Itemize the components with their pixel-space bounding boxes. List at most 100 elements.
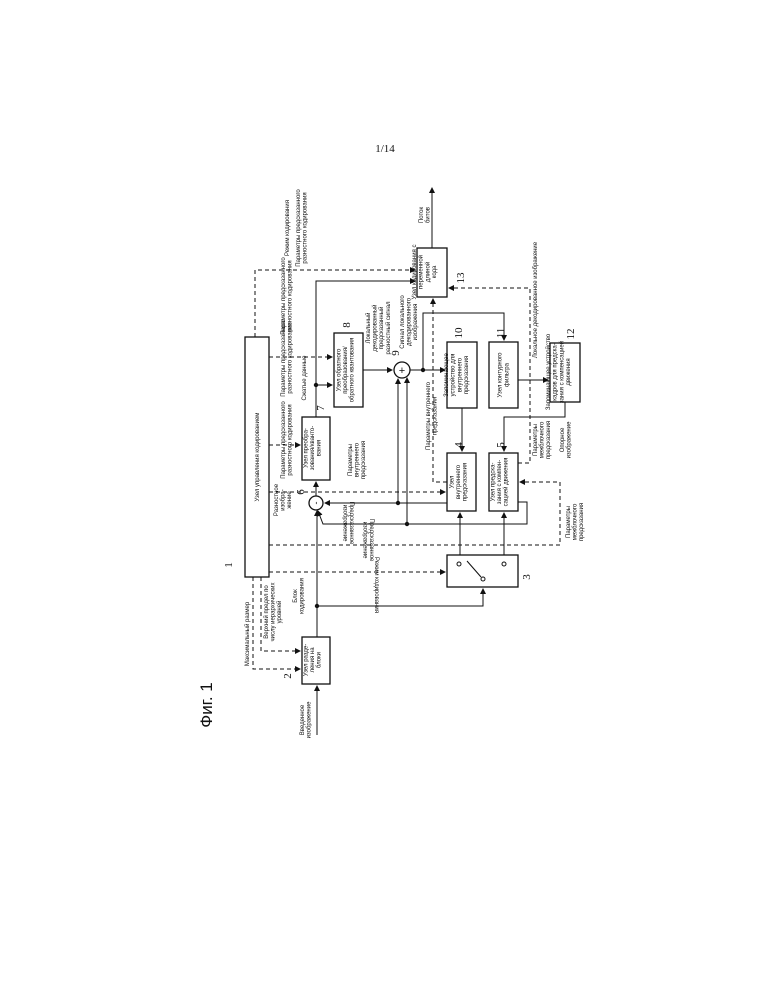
predicted-image-label: изображение [341, 505, 347, 542]
compressed-data-label: Сжатые данные [302, 355, 308, 401]
reference-numeral: 3 [521, 574, 533, 580]
reference-numeral: 9 [390, 350, 402, 356]
adder-symbol: + [399, 365, 405, 377]
intra-params-2-label: Параметры внутреннего [426, 381, 432, 450]
local-decoded-signal-label: декодированного [407, 297, 413, 346]
diff-image-label: изобра- [281, 489, 287, 510]
bitstream-label: Поток [419, 207, 425, 224]
inverse-label: обратного квантования [350, 338, 356, 403]
inverse-label: Узел обратного [336, 348, 342, 391]
reference-numeral: 1 [223, 562, 235, 568]
input-image-label: изображение [307, 701, 313, 738]
switch-contact [502, 562, 506, 566]
junction-dot [396, 501, 400, 505]
diff-params-top-label: разностного кодирования [303, 192, 309, 263]
diff-params-1-label: Параметры предсказанного [281, 401, 287, 479]
motion-pred-label: зания с компен- [497, 460, 503, 504]
coding-block-label: кодирования [300, 578, 306, 614]
transform-label: зования/кванто- [310, 426, 316, 470]
predicted-image-label: Предсказанное [348, 502, 354, 545]
frame-memory-label: Запоминающее устройство [545, 333, 552, 410]
local-diff-signal-label: декодированный [372, 304, 379, 351]
loop-filter-label: фильтра [504, 362, 510, 387]
local-diff-signal-label: Локальный [365, 313, 372, 344]
diagram-text: Узел управления кодированием 1Узел разде-… [223, 189, 585, 739]
diff-params-2-label: разностного кодирования [288, 322, 294, 393]
split-label: блоки [317, 652, 323, 668]
diff-image-label: жение [287, 491, 293, 509]
reference-numeral: 2 [282, 673, 294, 679]
intra-memory-label: устройство для [450, 354, 457, 397]
reference-numeral: 6 [295, 489, 307, 495]
intra-pred-label: предсказания [463, 463, 469, 501]
motion-pred-label: сацией движения [503, 458, 510, 507]
reference-numeral: 8 [341, 322, 353, 328]
predicted-image-label: изображение [361, 522, 367, 559]
switch-contact [457, 562, 461, 566]
inter-params-1-label: предсказания [546, 421, 552, 459]
vlc-label: кода [432, 265, 438, 278]
intra-pred-label: Узел [449, 475, 455, 488]
junction-dot [421, 368, 425, 372]
vlc-label: переменной [418, 255, 425, 289]
switch-block [447, 555, 518, 587]
subtractor-symbol: - [311, 502, 321, 505]
page-number: 1/14 [375, 143, 395, 155]
local-diff-signal-label: разностный сигнал [385, 301, 392, 355]
reference-numeral: 7 [315, 405, 327, 411]
reference-image-label: изображение [567, 421, 573, 458]
bitstream-label: битов [426, 207, 432, 223]
frame-memory-label: зания с компенсацией [558, 341, 565, 403]
upper-limit-label: числу иерархических [271, 582, 277, 641]
reference-numeral: 5 [495, 442, 507, 448]
inter-params-1-label: Параметры [533, 424, 539, 456]
diff-params-3-label: разностного кодирования [288, 260, 294, 331]
junction-dot [315, 604, 319, 608]
motion-pred-label: Узел предска- [490, 463, 496, 502]
max-size-label: Максимальный размер [244, 601, 251, 666]
split-label: Узел разде- [303, 644, 309, 677]
control-label: Узел управления кодированием [255, 413, 261, 502]
reference-numeral: 10 [453, 327, 465, 339]
split-label: ления на [310, 647, 316, 673]
diff-params-top-label: Параметры предсказанного [296, 189, 302, 267]
vlc-label: длиной [424, 262, 431, 282]
diff-params-3-label: Параметры предсказанного [281, 257, 287, 335]
frame-memory-label: движения [566, 358, 572, 385]
intra-memory-label: внутреннего [457, 357, 463, 392]
coding-mode-top-label: Режим кодирования [285, 200, 291, 256]
inter-params-2-label: межблочного [573, 503, 579, 540]
input-image-label: Введенное [300, 704, 306, 735]
inter-params-1-label: межблочного [540, 421, 546, 458]
vlc-label: Узел кодирования с [412, 245, 418, 300]
junction-dot [405, 522, 409, 526]
intra-memory-label: предсказания [464, 356, 470, 394]
loop-filter-label: Узел контурного [498, 352, 504, 398]
intra-params-1-label: внутреннего [355, 442, 361, 477]
reference-numeral: 11 [495, 328, 507, 339]
intra-pred-label: внутреннего [456, 464, 462, 499]
intra-memory-label: Запоминающее [444, 352, 450, 396]
coding-mode-switch-label: Режим кодирования [373, 557, 379, 613]
intra-params-1-label: предсказания [361, 441, 367, 479]
intra-params-1-label: Параметры [348, 444, 354, 476]
diff-params-1-label: разностного кодирования [288, 404, 294, 475]
junction-dot [314, 383, 318, 387]
reference-image-label: Опорное [560, 427, 566, 452]
diff-image-label: Разностное [274, 483, 280, 516]
figure-title: Фиг. 1 [197, 682, 216, 727]
switch-pivot [481, 577, 485, 581]
reference-numeral: 4 [453, 442, 465, 448]
intra-params-2-label: предсказания [433, 397, 439, 435]
coding-block-label: Блок [293, 589, 299, 603]
predicted-image-label: Предсказанное [368, 519, 374, 562]
inverse-label: преобразования/ [343, 346, 349, 394]
transform-label: вания [317, 440, 323, 456]
local-decoded-signal-label: изображения [413, 304, 419, 341]
reference-numeral: 13 [455, 272, 467, 284]
upper-limit-label: Верхний предел по [263, 585, 270, 639]
reference-numeral: 12 [565, 329, 577, 340]
inter-params-2-label: Параметры [566, 506, 572, 538]
transform-label: Узел преобра- [303, 428, 309, 468]
